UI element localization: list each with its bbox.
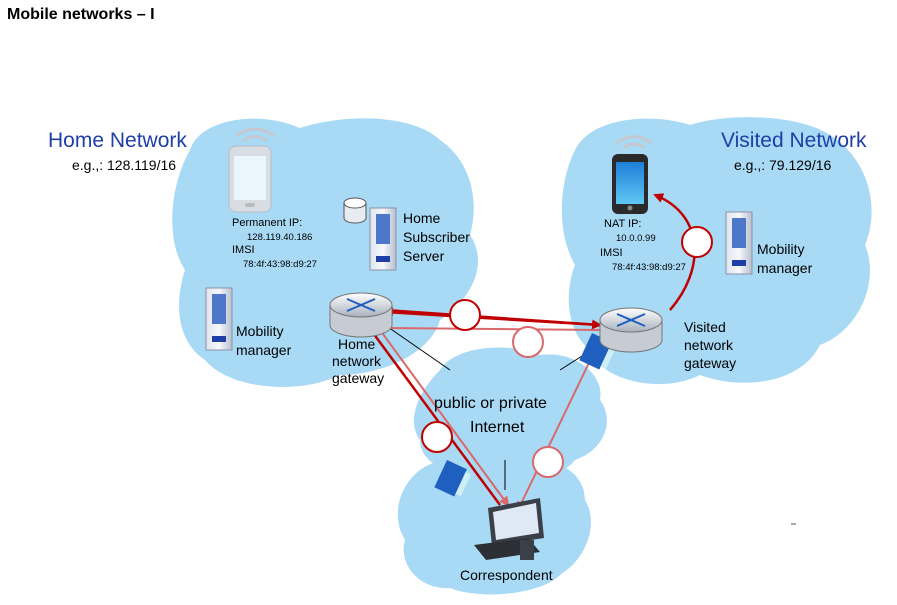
visited-mm-label-line: Mobility xyxy=(757,241,804,257)
hss-label-line: Subscriber xyxy=(403,229,470,245)
path-circle xyxy=(681,226,713,258)
visited-gateway-label-line: gateway xyxy=(684,355,736,371)
visited-mm-label-line: manager xyxy=(757,260,813,276)
visited-ip-value: 10.0.0.99 xyxy=(616,233,656,244)
home-subscriber-server-icon xyxy=(343,197,397,271)
visited-ip-label: NAT IP: xyxy=(604,218,642,230)
visited-network-prefix: e.g.,: 79.129/16 xyxy=(734,157,832,173)
red-paths xyxy=(360,193,696,506)
visited-phone-icon xyxy=(612,154,648,214)
home-gateway-label-line: gateway xyxy=(332,370,384,386)
home-imsi-value: 78:4f:43:98:d9:27 xyxy=(243,259,317,270)
visited-gateway-label-line: Visited xyxy=(684,319,726,335)
wireless-icon xyxy=(616,135,652,150)
visited-gateway-label-line: network xyxy=(684,337,734,353)
path-circle xyxy=(421,421,453,453)
tunnel-endpoint-correspondent xyxy=(434,460,472,497)
correspondent-computer-icon xyxy=(474,498,544,560)
path-circle xyxy=(512,326,544,358)
home-mobility-manager-icon xyxy=(205,287,233,351)
internet-cloud xyxy=(413,347,607,479)
visited-gateway-router-icon xyxy=(599,307,663,353)
internet-label-line: public or private xyxy=(434,395,547,412)
home-gateway-label-line: network xyxy=(332,353,382,369)
pink-paths xyxy=(379,327,601,512)
home-gateway-label-line: Home xyxy=(338,336,376,352)
visited-imsi-value: 78:4f:43:98:d9:27 xyxy=(612,262,686,273)
slide-title: Mobile networks – I xyxy=(7,6,155,23)
visited-network-title: Visited Network xyxy=(721,129,867,152)
home-ip-value: 128.119.40.186 xyxy=(247,232,312,243)
home-mm-label-line: manager xyxy=(236,342,292,358)
path-circles xyxy=(421,226,713,478)
home-network-prefix: e.g.,: 128.119/16 xyxy=(72,157,176,173)
path-circle xyxy=(449,299,481,331)
visited-mobility-manager-icon xyxy=(725,211,753,275)
home-ip-label: Permanent IP: xyxy=(232,217,302,229)
path-circle xyxy=(532,446,564,478)
hss-label-line: Server xyxy=(403,248,445,264)
correspondent-label: Correspondent xyxy=(460,567,553,583)
hss-label-line: Home xyxy=(403,210,441,226)
home-mm-label-line: Mobility xyxy=(236,323,283,339)
visited-imsi-label: IMSI xyxy=(600,247,623,259)
home-phone-icon xyxy=(228,145,272,213)
home-gateway-router-icon xyxy=(329,292,393,338)
home-network-title: Home Network xyxy=(48,129,187,152)
internet-label-line: Internet xyxy=(470,419,525,436)
home-imsi-label: IMSI xyxy=(232,244,255,256)
wireless-icon xyxy=(235,127,275,143)
